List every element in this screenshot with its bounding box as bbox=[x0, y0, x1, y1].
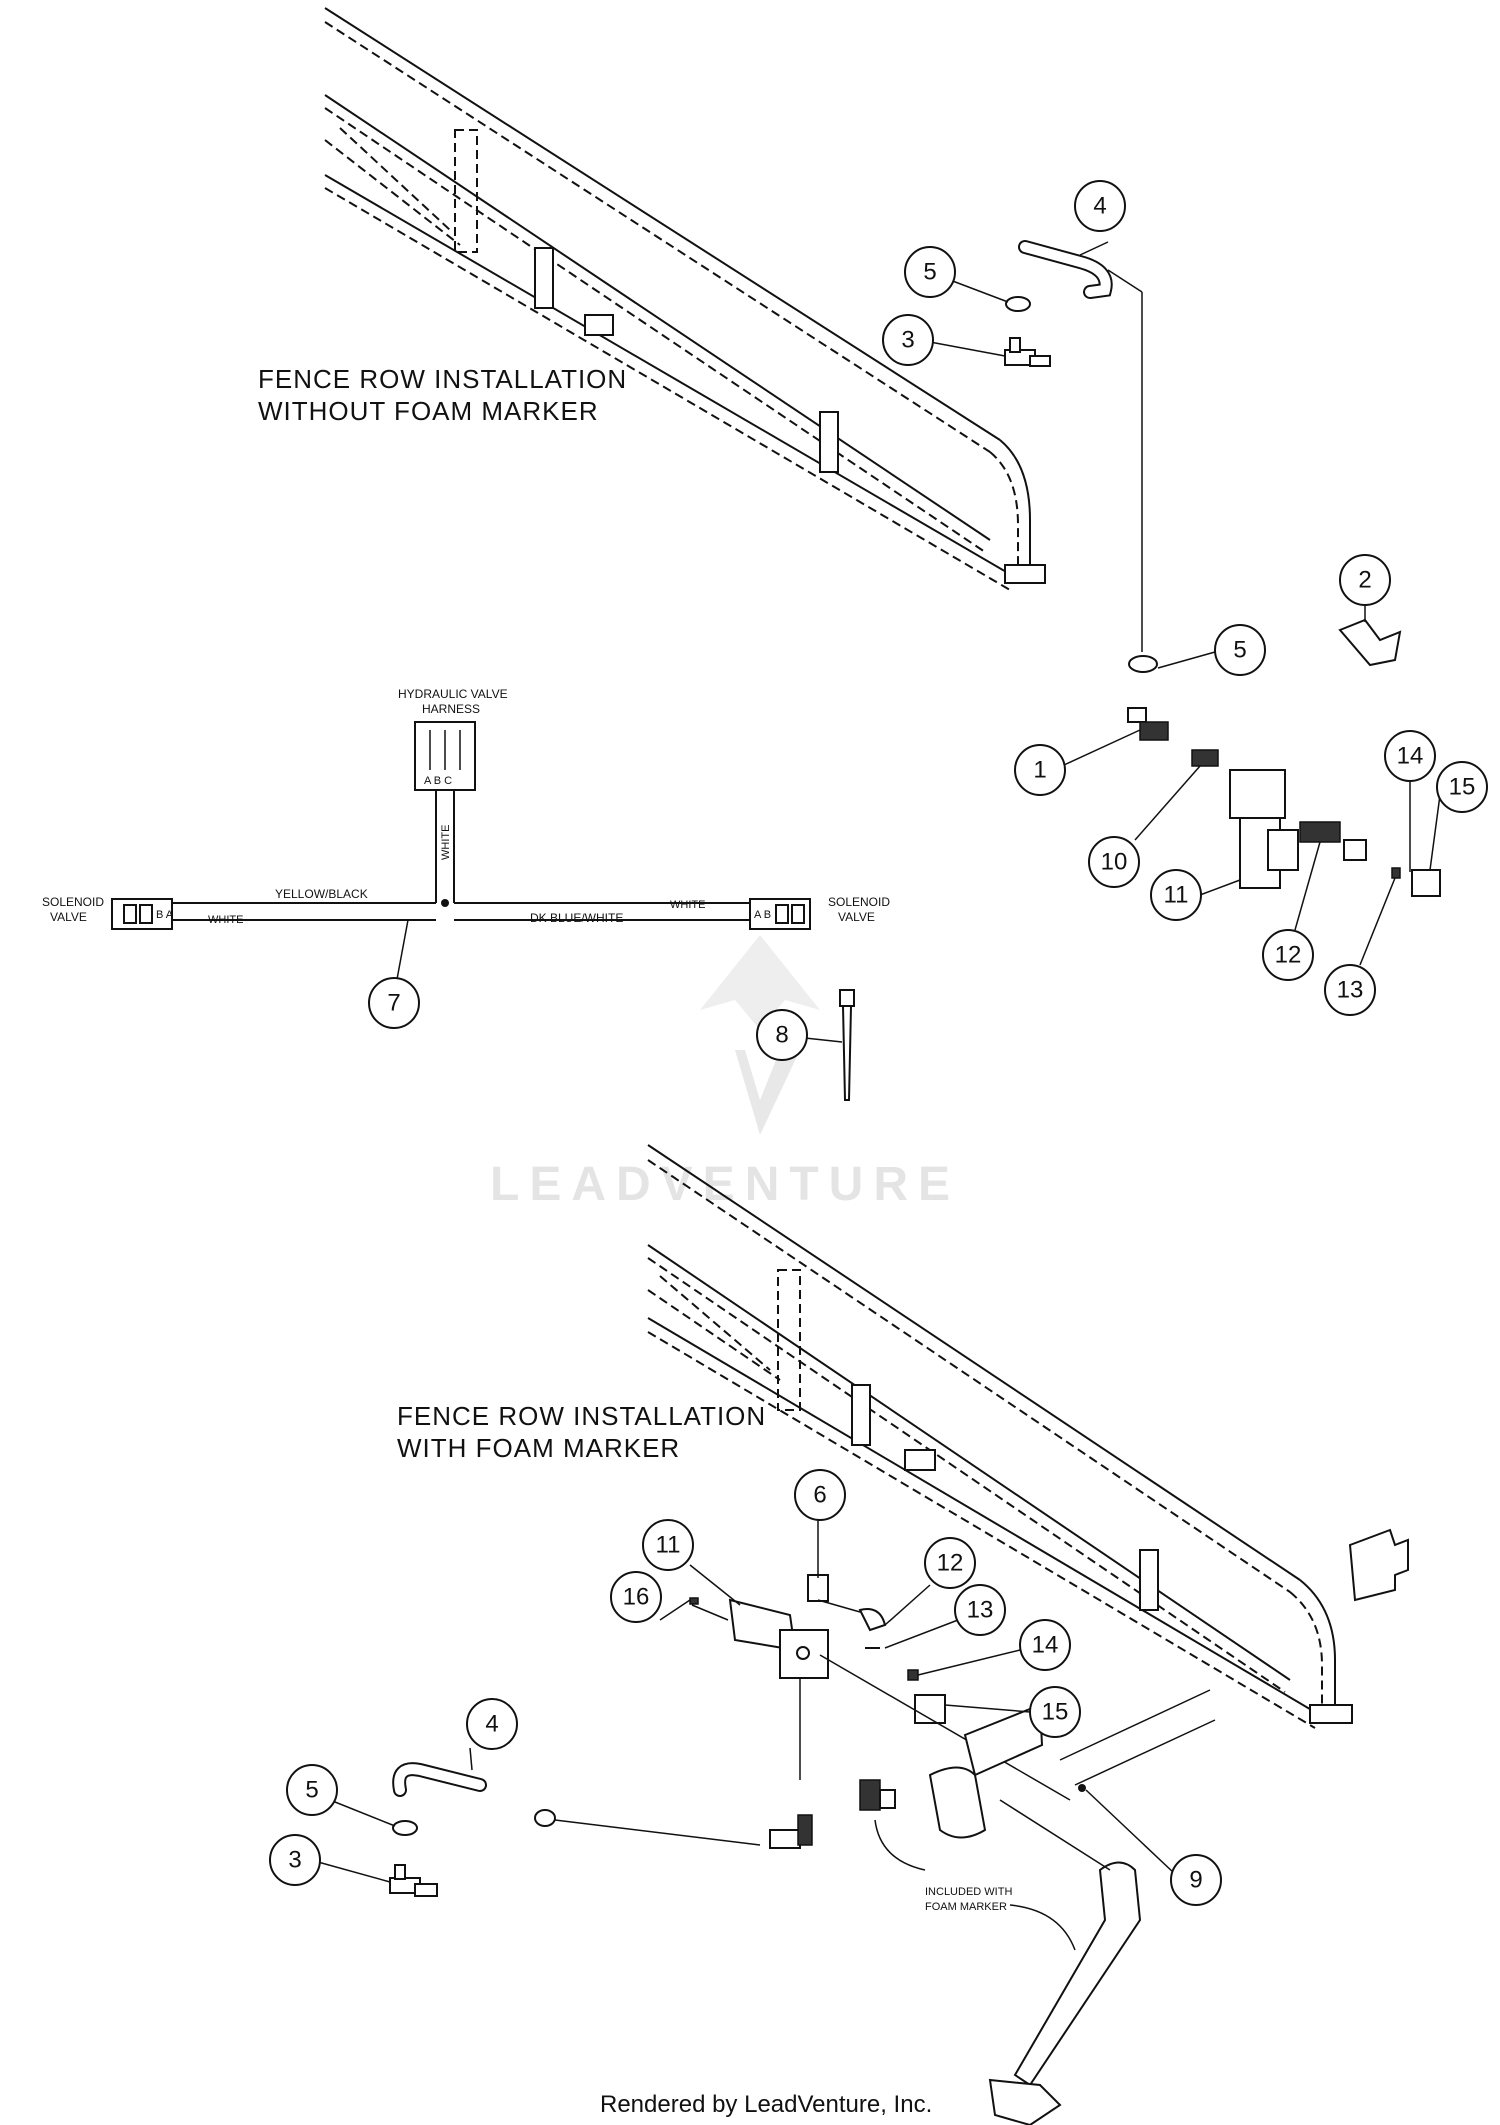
boom-frame-bottom bbox=[647, 1144, 1409, 1729]
callout-5-bottom: 5 bbox=[305, 1777, 318, 1804]
callout-12-bottom: 12 bbox=[937, 1550, 964, 1577]
right-solenoid-label-2: VALVE bbox=[838, 910, 875, 924]
bracket-part-top bbox=[1338, 618, 1402, 667]
callout-10: 10 bbox=[1101, 849, 1128, 876]
included-note-1: INCLUDED WITH bbox=[925, 1886, 1012, 1898]
callout-2: 2 bbox=[1358, 567, 1371, 594]
clamp-part-bottom bbox=[392, 1820, 418, 1836]
callout-13-top: 13 bbox=[1337, 977, 1364, 1004]
tee-fitting-bottom bbox=[389, 1864, 438, 1897]
wire-yellow-black: YELLOW/BLACK bbox=[275, 887, 368, 901]
included-note-2: FOAM MARKER bbox=[925, 1901, 1007, 1913]
caption-bottom-line2: WITH FOAM MARKER bbox=[397, 1433, 680, 1463]
callout-14-top: 14 bbox=[1397, 743, 1424, 770]
callout-15-bottom: 15 bbox=[1042, 1699, 1069, 1726]
callout-3-bottom: 3 bbox=[288, 1847, 301, 1874]
tee-fitting-top bbox=[1004, 337, 1051, 367]
callout-4-bottom: 4 bbox=[485, 1711, 498, 1738]
left-solenoid-label-1: SOLENOID bbox=[42, 895, 104, 909]
caption-top-line2: WITHOUT FOAM MARKER bbox=[258, 396, 599, 426]
wire-harness: HYDRAULIC VALVE HARNESS A B C WHITE SOLE… bbox=[42, 687, 890, 1029]
hose-part-bottom bbox=[392, 1762, 813, 1849]
pins-right: A B bbox=[754, 909, 771, 921]
clamp-part-mid bbox=[1128, 655, 1158, 673]
pins-left: B A bbox=[156, 909, 174, 921]
pins-top: A B C bbox=[424, 775, 452, 787]
wire-white-left: WHITE bbox=[208, 914, 243, 926]
right-solenoid-label-1: SOLENOID bbox=[828, 895, 890, 909]
clamp-part-top bbox=[1005, 296, 1031, 312]
wire-white-right: WHITE bbox=[670, 899, 705, 911]
callout-1: 1 bbox=[1033, 757, 1046, 784]
hydraulic-label-1: HYDRAULIC VALVE bbox=[398, 687, 508, 701]
wire-white-vertical: WHITE bbox=[440, 825, 452, 860]
valve-assembly-bottom bbox=[689, 1574, 946, 1780]
callout-14-bottom: 14 bbox=[1032, 1632, 1059, 1659]
hydraulic-label-2: HARNESS bbox=[422, 702, 480, 716]
callout-11-top: 11 bbox=[1164, 882, 1189, 909]
boom-frame-top bbox=[324, 7, 1046, 591]
callout-15-top: 15 bbox=[1449, 774, 1476, 801]
callout-12-top: 12 bbox=[1275, 942, 1302, 969]
callouts-top: 4 5 3 2 5 1 10 11 12 13 14 15 bbox=[882, 180, 1488, 1016]
caption-bottom-line1: FENCE ROW INSTALLATION bbox=[397, 1401, 766, 1431]
cable-tie-part: 8 bbox=[756, 989, 855, 1101]
left-solenoid-label-2: VALVE bbox=[50, 910, 87, 924]
valve-assembly-top bbox=[1127, 707, 1441, 897]
callout-4-top: 4 bbox=[1093, 193, 1106, 220]
watermark-text: LEADVENTURE bbox=[490, 1158, 960, 1211]
leadventure-watermark: LEADVENTURE bbox=[490, 935, 960, 1211]
callout-3-top: 3 bbox=[901, 327, 914, 354]
hose-part-top bbox=[1018, 240, 1113, 299]
callout-16: 16 bbox=[623, 1584, 650, 1611]
callout-5-mid: 5 bbox=[1233, 637, 1246, 664]
callout-8: 8 bbox=[775, 1022, 788, 1049]
footer-credit: Rendered by LeadVenture, Inc. bbox=[600, 2091, 932, 2118]
callout-6: 6 bbox=[813, 1482, 826, 1509]
wire-dk-blue-white: DK BLUE/WHITE bbox=[530, 911, 623, 925]
callout-9: 9 bbox=[1189, 1867, 1202, 1894]
callout-5-top: 5 bbox=[923, 259, 936, 286]
callouts-bottom: 6 11 12 13 16 14 15 4 5 3 9 bbox=[269, 1469, 1222, 1906]
callout-11-bottom: 11 bbox=[656, 1532, 681, 1559]
callout-13-bottom: 13 bbox=[967, 1597, 994, 1624]
callout-7: 7 bbox=[387, 990, 400, 1017]
caption-top-line1: FENCE ROW INSTALLATION bbox=[258, 364, 627, 394]
foam-marker-assembly bbox=[819, 1654, 1216, 2125]
